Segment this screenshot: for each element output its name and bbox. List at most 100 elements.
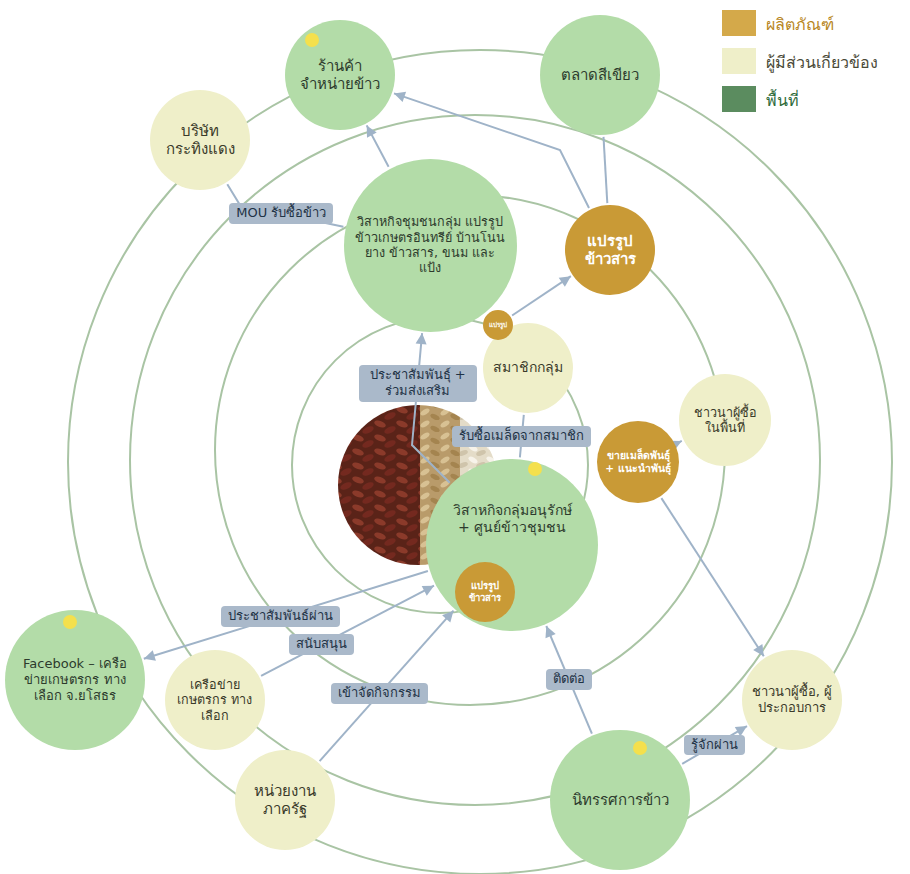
circle-shape — [150, 90, 250, 190]
edge-label: ประชาสัมพันธ์ผ่าน — [221, 606, 340, 627]
circle-shape — [426, 459, 598, 631]
node-text: บริษัท กระทิงแดง — [160, 122, 240, 159]
area-circle: วิสาหกิจชุมชนกลุ่ม แปรรูปข้าวเกษตรอินทรี… — [344, 159, 517, 332]
text-block: วิสาหกิจชุมชนกลุ่ม แปรรูปข้าวเกษตรอินทรี… — [355, 214, 505, 275]
circle-shape — [565, 205, 655, 295]
arrowhead — [416, 333, 427, 345]
stakeholder-circle: บริษัท กระทิงแดง — [150, 90, 250, 190]
circle-shape — [165, 650, 265, 750]
stakeholder-circle: ชาวนาผู้ซื้อ ในพื้นที่ — [679, 374, 771, 466]
arrowhead — [442, 611, 453, 623]
connector — [367, 125, 389, 166]
connector — [512, 276, 571, 315]
edge-label: รู้จักผ่าน — [684, 735, 745, 756]
legend-swatch — [722, 48, 756, 74]
connector-line — [144, 571, 428, 659]
node-text: วิสาหกิจชุมชนกลุ่ม แปรรูปข้าวเกษตรอินทรี… — [355, 214, 505, 275]
edge-label: รับซื้อเมล็ดจากสมาชิก — [452, 426, 591, 447]
node-text: สมาชิกกลุ่ม — [493, 359, 563, 376]
node-text: เครือข่าย เกษตรกร ทางเลือก — [177, 677, 253, 723]
node-text: Facebook – เครือข่ายเกษตรกร ทางเลือก จ.ย… — [19, 656, 131, 704]
area-circle: นิทรรศการข้าว — [550, 730, 690, 870]
text-block: Facebook – เครือข่ายเกษตรกร ทางเลือก จ.ย… — [19, 656, 131, 704]
connector — [546, 626, 592, 734]
node-text: ตลาดสีเขียว — [561, 66, 639, 84]
circle-shape — [285, 20, 395, 130]
edge-label: MOU รับซื้อข้าว — [229, 203, 333, 224]
ring — [130, 115, 820, 805]
text-block: แปรรูป ข้าวสาร — [463, 580, 507, 603]
circle-shape — [597, 421, 679, 503]
text-block: ร้านค้าจำหน่ายข้าว — [294, 57, 386, 94]
circle-shape — [540, 15, 660, 135]
connector — [661, 498, 763, 656]
text-block: ชาวนาผู้ซื้อ ในพื้นที่ — [687, 405, 763, 436]
connector-line — [367, 125, 389, 166]
circle-shape — [679, 374, 771, 466]
text-block: หน่วยงาน ภาครัฐ — [245, 782, 325, 819]
connector — [682, 726, 747, 764]
text-block: เครือข่าย เกษตรกร ทางเลือก — [177, 677, 253, 723]
arrowhead — [753, 644, 764, 656]
yellow-dot — [305, 33, 319, 47]
text-block: แปรรูป — [489, 321, 507, 329]
node-text: หน่วยงาน ภาครัฐ — [245, 782, 325, 819]
text-block: ขายเมล็ดพันธุ์ + แนะนำพันธุ์ — [605, 449, 671, 475]
area-circle: ร้านค้าจำหน่ายข้าว — [285, 20, 395, 130]
connector — [412, 333, 450, 483]
node-text: แปรรูป ข้าวสาร — [575, 232, 645, 269]
arrowhead — [546, 626, 556, 638]
node-text: แปรรูป — [489, 321, 507, 329]
arrowhead — [367, 125, 377, 137]
legend-text: ผลิตภัณฑ์ — [766, 12, 834, 37]
product-circle: แปรรูป — [483, 310, 513, 340]
node-text: ขายเมล็ดพันธุ์ + แนะนำพันธุ์ — [605, 449, 671, 475]
edge-label: ติดต่อ — [546, 669, 592, 690]
circle-shape — [235, 750, 335, 850]
node-text: วิสาหกิจกลุ่มอนุรักษ์ + ศูนย์ข้าวชุมชน — [445, 502, 579, 536]
circle-shape — [5, 610, 145, 750]
yellow-dot — [528, 462, 542, 476]
arrowhead — [422, 586, 434, 596]
text-block: วิสาหกิจกลุ่มอนุรักษ์ + ศูนย์ข้าวชุมชน — [445, 502, 579, 536]
area-circle: Facebook – เครือข่ายเกษตรกร ทางเลือก จ.ย… — [5, 610, 145, 750]
stakeholder-circle: ชาวนาผู้ซื้อ, ผู้ประกอบการ — [742, 650, 842, 750]
circle-shape — [455, 562, 515, 622]
connector — [227, 184, 343, 227]
edge-label: สนับสนุน — [289, 634, 354, 655]
node-text: ชาวนาผู้ซื้อ ในพื้นที่ — [687, 405, 763, 436]
circle-outline — [426, 459, 598, 631]
connector — [604, 137, 608, 203]
legend-swatch — [722, 86, 756, 112]
connector-line — [227, 184, 343, 227]
connector-line — [661, 498, 763, 656]
legend-text: พื้นที่ — [766, 88, 799, 113]
text-block: สมาชิกกลุ่ม — [493, 359, 563, 376]
edge-label: เข้าจัดกิจกรรม — [331, 683, 428, 704]
connector-line — [512, 276, 571, 315]
node-text: นิทรรศการข้าว — [572, 791, 669, 809]
connector-line — [604, 137, 608, 203]
product-circle: แปรรูป ข้าวสาร — [455, 562, 515, 622]
connector-line — [546, 626, 592, 734]
connector-line — [412, 333, 450, 483]
product-circle: ขายเมล็ดพันธุ์ + แนะนำพันธุ์ — [597, 421, 679, 503]
node-text: แปรรูป ข้าวสาร — [463, 580, 507, 603]
stakeholder-circle: หน่วยงาน ภาครัฐ — [235, 750, 335, 850]
yellow-dot — [63, 615, 77, 629]
node-text: ร้านค้าจำหน่ายข้าว — [294, 57, 386, 94]
edge-label: ประชาสัมพันธุ์ + ร่วมส่งเสริม — [359, 365, 477, 403]
legend-text: ผู้มีส่วนเกี่ยวข้อง — [766, 50, 878, 75]
circle-shape — [742, 650, 842, 750]
text-block: แปรรูป ข้าวสาร — [575, 232, 645, 269]
circle-shape — [344, 159, 517, 332]
text-block: ตลาดสีเขียว — [561, 66, 639, 84]
circle-shape — [550, 730, 690, 870]
connector — [144, 571, 428, 661]
circle-shape — [483, 310, 513, 340]
text-block: นิทรรศการข้าว — [572, 791, 669, 809]
connector-line — [682, 726, 747, 764]
arrowhead — [394, 92, 406, 102]
product-circle: แปรรูป ข้าวสาร — [565, 205, 655, 295]
yellow-dot — [633, 741, 647, 755]
